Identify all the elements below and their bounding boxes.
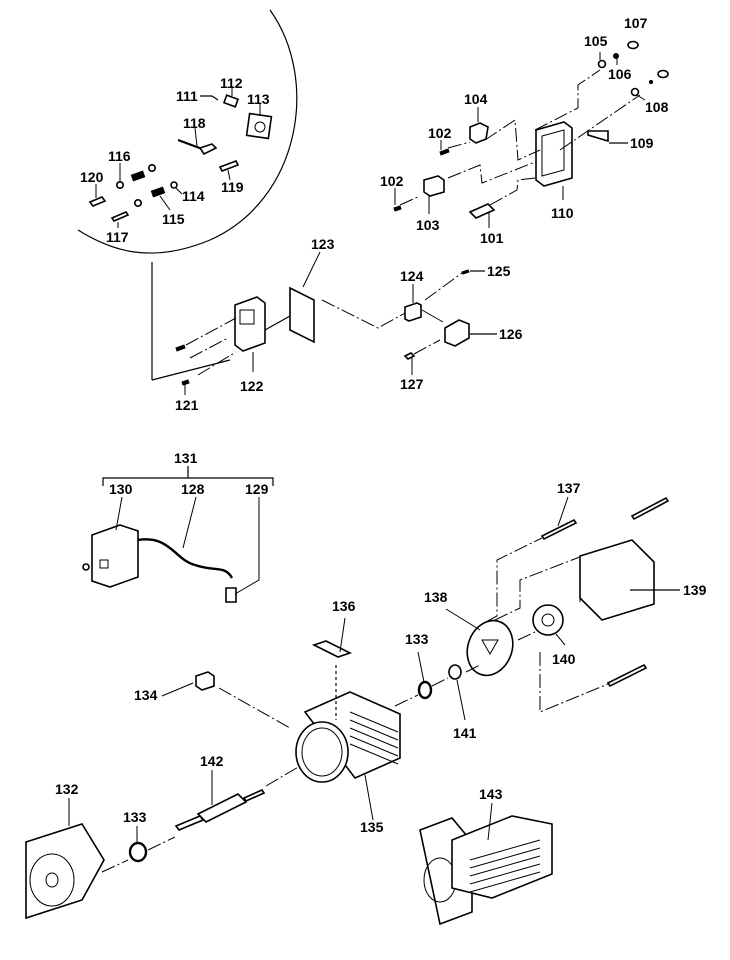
label-116: 116	[108, 148, 131, 164]
label-112: 112	[220, 75, 243, 91]
label-127: 127	[400, 376, 424, 392]
part-105	[597, 59, 607, 69]
label-126: 126	[499, 326, 523, 342]
label-141: 141	[453, 725, 477, 741]
part-115	[150, 186, 166, 198]
label-110: 110	[551, 205, 574, 221]
label-101: 101	[480, 230, 504, 246]
part-126-switch	[444, 319, 470, 347]
label-113: 113	[247, 91, 270, 107]
part-132-end-cap	[25, 823, 105, 920]
label-118: 118	[183, 115, 206, 131]
label-132: 132	[55, 781, 79, 797]
part-102-b	[393, 205, 402, 212]
part-137-tie-rod	[540, 518, 578, 541]
part-111-wire	[200, 95, 219, 101]
label-137: 137	[557, 480, 581, 496]
label-109: 109	[630, 135, 654, 151]
label-140: 140	[552, 651, 576, 667]
label-122: 122	[240, 378, 264, 394]
part-116	[116, 181, 125, 190]
part-spring-a	[130, 170, 146, 182]
part-112	[222, 94, 240, 108]
part-133-rear-bearing	[417, 680, 433, 700]
label-143: 143	[479, 786, 503, 802]
part-120	[88, 196, 107, 207]
inset-boundary-arc	[77, 9, 298, 254]
part-102-a	[439, 148, 450, 156]
label-124: 124	[400, 268, 424, 284]
label-123: 123	[311, 236, 335, 252]
part-101-capacitor	[468, 203, 496, 219]
label-136: 136	[332, 598, 356, 614]
part-108	[630, 87, 640, 97]
part-124-bracket	[404, 302, 422, 322]
part-119	[218, 159, 240, 173]
label-120: 120	[80, 169, 104, 185]
part-123-gasket	[289, 286, 315, 344]
label-102-a: 102	[428, 125, 452, 141]
label-117: 117	[106, 229, 129, 245]
part-140-fan	[532, 604, 564, 636]
label-119: 119	[221, 179, 244, 195]
part-141-washer	[448, 664, 462, 680]
part-127	[403, 352, 416, 360]
label-133-rear: 133	[405, 631, 429, 647]
label-104: 104	[464, 91, 488, 107]
part-109	[587, 130, 609, 143]
label-133-front: 133	[123, 809, 147, 825]
part-114	[170, 181, 178, 189]
part-106	[613, 53, 619, 59]
label-107: 107	[624, 15, 648, 31]
part-110-box	[535, 121, 573, 187]
switch-internals-inset: 111 112 113 118 116 120 119 114 115 117	[77, 9, 298, 381]
label-139: 139	[683, 582, 707, 598]
label-130: 130	[109, 481, 133, 497]
label-114: 114	[182, 188, 205, 204]
label-138: 138	[424, 589, 448, 605]
part-142-rotor	[196, 793, 248, 823]
part-103	[423, 175, 445, 197]
part-121	[181, 379, 190, 386]
label-103: 103	[416, 217, 440, 233]
label-125: 125	[487, 263, 511, 279]
part-104	[469, 122, 489, 144]
part-117	[110, 211, 130, 222]
part-139-fan-cover	[579, 539, 655, 621]
part-133-front-bearing	[128, 841, 148, 863]
label-134: 134	[134, 687, 158, 703]
label-135: 135	[360, 819, 384, 835]
part-134	[195, 671, 215, 691]
part-138-endplate	[466, 619, 514, 677]
part-125	[461, 269, 470, 275]
part-136-label	[311, 640, 353, 658]
switch-box-group: 123 124 125 126 127 122 121	[175, 236, 523, 413]
label-115: 115	[162, 211, 185, 227]
label-102-b: 102	[380, 173, 404, 189]
label-142: 142	[200, 753, 224, 769]
part-129-plug	[225, 587, 237, 603]
label-106: 106	[608, 66, 632, 82]
cord-set-group: 131 130 128 129	[82, 450, 274, 603]
label-131: 131	[174, 450, 198, 466]
part-130-switch-box	[91, 524, 139, 588]
label-121: 121	[175, 397, 199, 413]
motor-group: 136 134 135 142 133 133 141 132 138 140 …	[25, 480, 707, 926]
capacitor-box-group: 104 102 102 103 101 110 105 106 107 108 …	[380, 15, 669, 246]
label-105: 105	[584, 33, 608, 49]
label-108: 108	[645, 99, 669, 115]
part-113-plate	[245, 112, 273, 140]
part-128-cord	[137, 538, 234, 579]
part-135-stator	[303, 691, 401, 779]
label-129: 129	[245, 481, 269, 497]
label-128: 128	[181, 481, 205, 497]
part-107	[627, 40, 639, 50]
label-111: 111	[176, 88, 198, 104]
